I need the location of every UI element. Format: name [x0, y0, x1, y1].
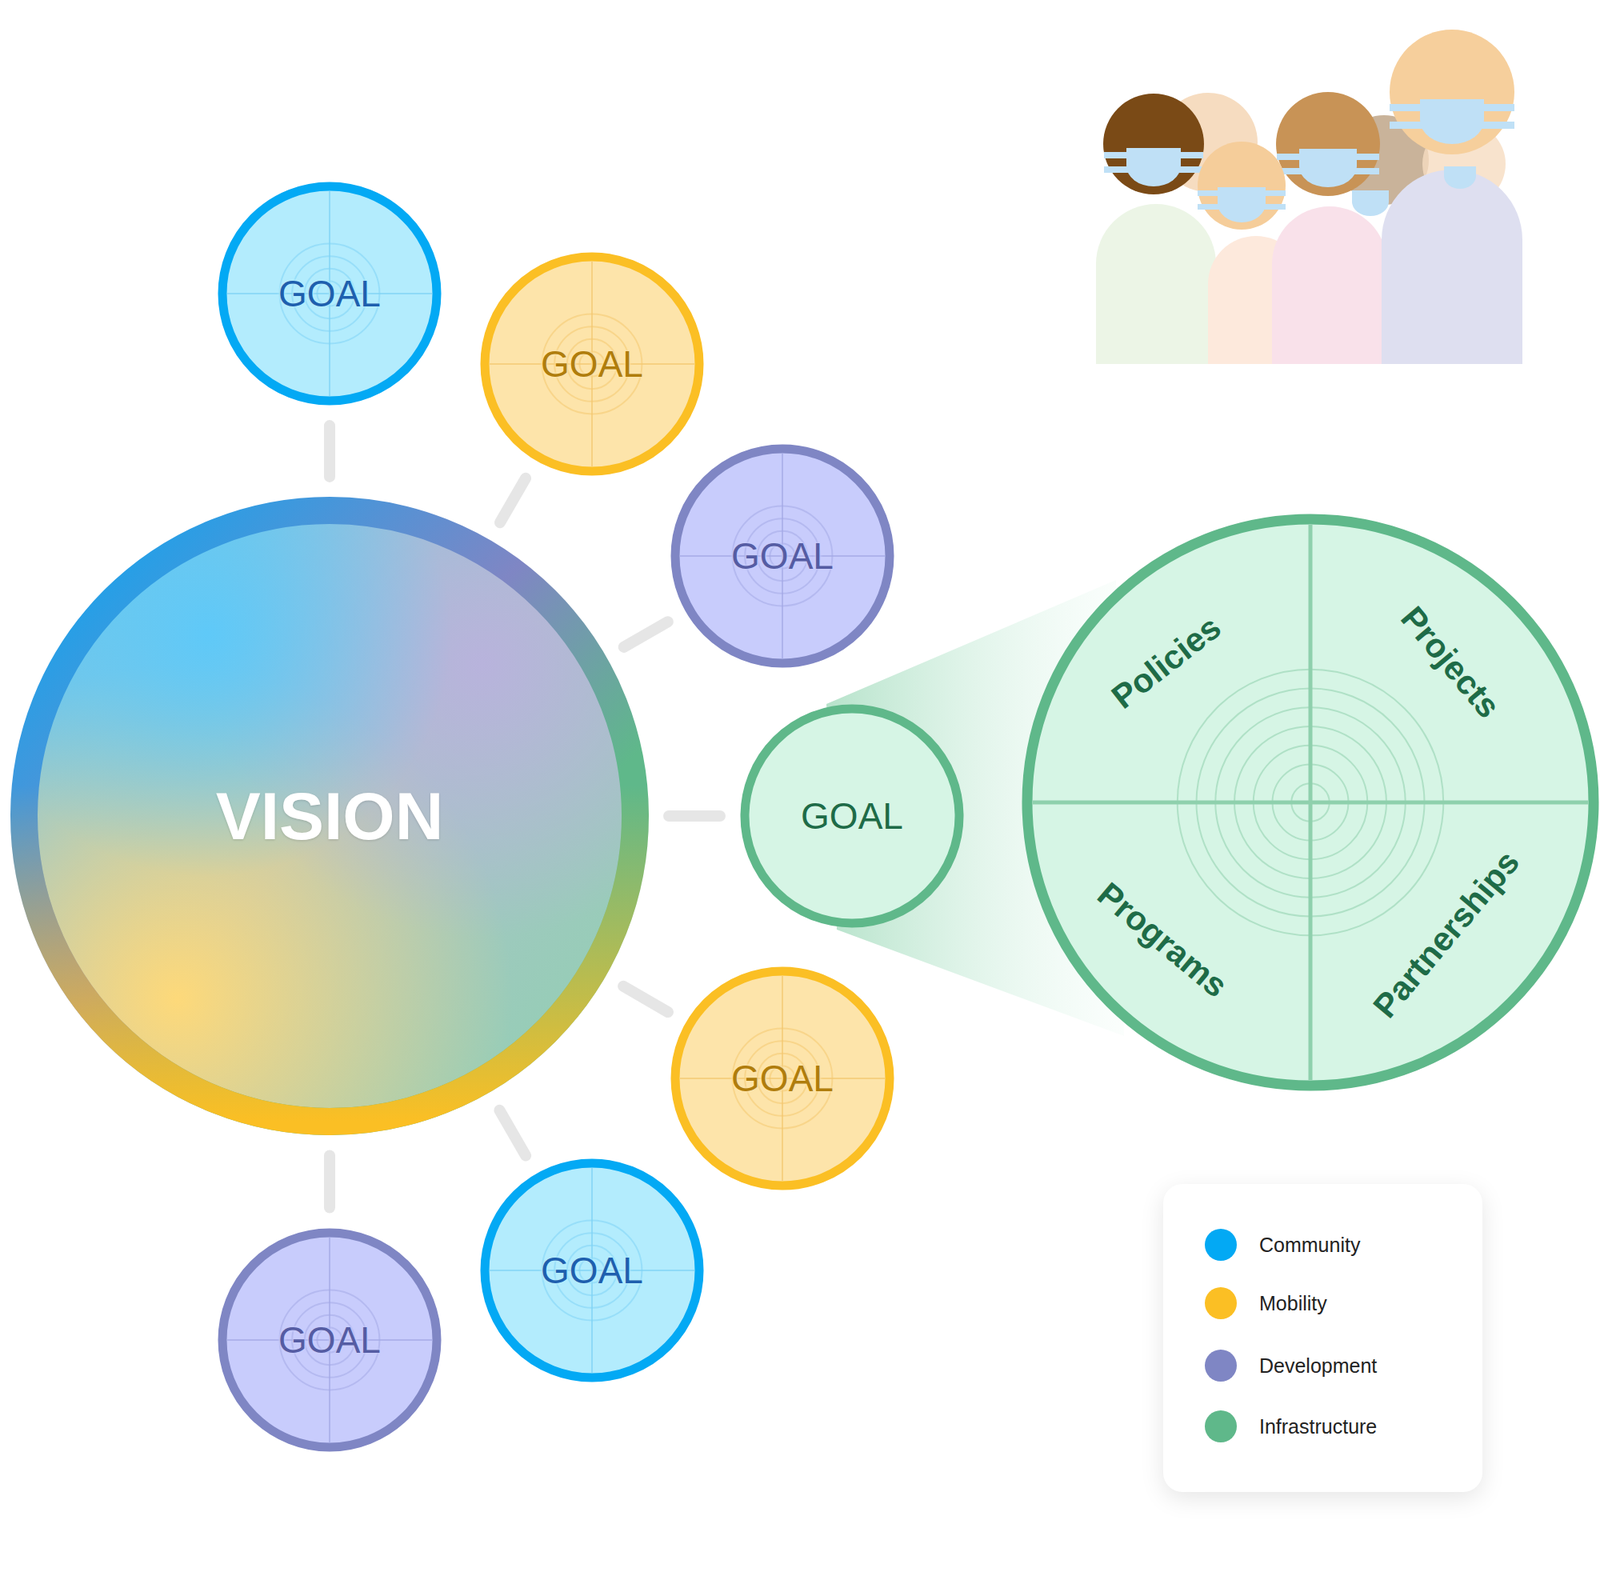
- legend-label: Infrastructure: [1259, 1415, 1377, 1439]
- goal-circle: GOAL: [740, 704, 964, 928]
- legend-label: Mobility: [1259, 1292, 1328, 1316]
- goal-label: GOAL: [731, 536, 834, 577]
- legend-label: Development: [1259, 1354, 1377, 1378]
- goal-label: GOAL: [278, 1320, 381, 1361]
- connector-line: [499, 1110, 526, 1156]
- legend-panel: CommunityMobilityDevelopmentInfrastructu…: [1163, 1184, 1483, 1492]
- goal-label: GOAL: [278, 273, 381, 315]
- people-illustration: [1096, 29, 1523, 364]
- goal-circle: GOAL: [670, 444, 895, 668]
- legend-row: Infrastructure: [1204, 1410, 1377, 1443]
- connector-line: [324, 425, 336, 477]
- goal-circle: GOAL: [480, 252, 704, 476]
- goal-circle: GOAL: [480, 1158, 704, 1383]
- connector-line: [668, 810, 720, 822]
- goal-label: GOAL: [540, 1250, 644, 1292]
- goal-detail-circle: PoliciesProjectsProgramsPartnerships: [1021, 513, 1600, 1092]
- legend-row: Mobility: [1204, 1287, 1328, 1320]
- connector-line: [623, 986, 668, 1012]
- connector-line: [500, 478, 526, 523]
- legend-label: Community: [1259, 1233, 1360, 1257]
- legend-swatch: [1204, 1228, 1237, 1261]
- legend-swatch: [1204, 1349, 1237, 1382]
- connector-line: [324, 1156, 336, 1208]
- legend-row: Community: [1204, 1228, 1360, 1261]
- goal-circle: GOAL: [217, 181, 442, 406]
- circle-outline: [1021, 513, 1600, 1092]
- vision-label: VISION: [216, 779, 444, 853]
- vision-circle: VISION: [10, 496, 649, 1136]
- goal-label: GOAL: [800, 796, 904, 837]
- goal-label: GOAL: [731, 1058, 834, 1100]
- goal-label: GOAL: [540, 344, 644, 385]
- goal-circle: GOAL: [670, 966, 895, 1191]
- legend-row: Development: [1204, 1349, 1377, 1382]
- legend-swatch: [1204, 1410, 1237, 1443]
- goal-circle: GOAL: [217, 1228, 442, 1452]
- connector-line: [624, 621, 668, 648]
- legend-swatch: [1204, 1287, 1237, 1320]
